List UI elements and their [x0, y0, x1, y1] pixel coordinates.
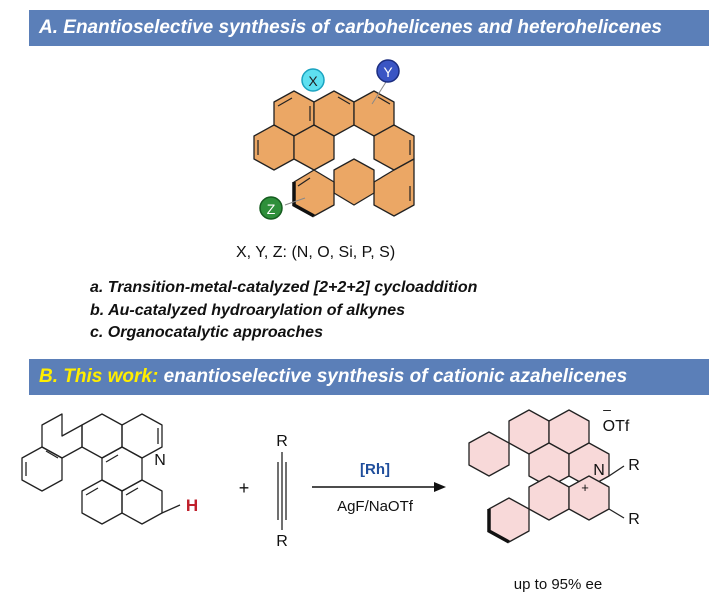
- alkyne-r-bottom: R: [276, 533, 288, 550]
- counterion: OTf: [603, 418, 630, 435]
- z-label: Z: [267, 201, 276, 217]
- substrate-n: N: [154, 452, 166, 469]
- alkyne-r-top: R: [276, 433, 288, 450]
- product-plus: +: [581, 480, 589, 495]
- section-a-title: Enantioselective synthesis of carbohelic…: [63, 17, 663, 38]
- plus-sign: +: [239, 478, 250, 498]
- y-label: Y: [383, 64, 393, 80]
- section-a-prefix: A.: [39, 17, 64, 38]
- section-b-title: enantioselective synthesis of cationic a…: [163, 366, 628, 387]
- heteroatom-list: X, Y, Z: (N, O, Si, P, S): [236, 244, 396, 261]
- product-r-bottom: R: [628, 511, 640, 528]
- counterion-charge: –: [603, 401, 611, 417]
- method-a: a. Transition-metal-catalyzed [2+2+2] cy…: [90, 279, 478, 296]
- reaction-arrowhead: [434, 482, 446, 492]
- section-a-banner: A. Enantioselective synthesis of carbohe…: [29, 10, 709, 46]
- additive-label: AgF/NaOTf: [337, 498, 414, 515]
- section-b-banner: B. This work: enantioselective synthesis…: [29, 359, 709, 395]
- y-marker: [376, 59, 400, 83]
- method-c: c. Organocatalytic approaches: [90, 324, 323, 341]
- substrate-h: H: [186, 496, 198, 515]
- substrate-structure: [21, 413, 181, 525]
- section-b-prefix: B. This work:: [39, 366, 164, 387]
- x-marker: [301, 68, 325, 92]
- product-r-top: R: [628, 457, 640, 474]
- catalyst-label: [Rh]: [360, 461, 390, 478]
- product-n: N: [593, 462, 605, 479]
- z-marker: [259, 196, 283, 220]
- method-b: b. Au-catalyzed hydroarylation of alkyne…: [90, 302, 406, 319]
- ee-note: up to 95% ee: [514, 576, 602, 593]
- alkyne-structure: [277, 452, 287, 530]
- x-label: X: [308, 73, 318, 89]
- product-structure: [468, 409, 610, 543]
